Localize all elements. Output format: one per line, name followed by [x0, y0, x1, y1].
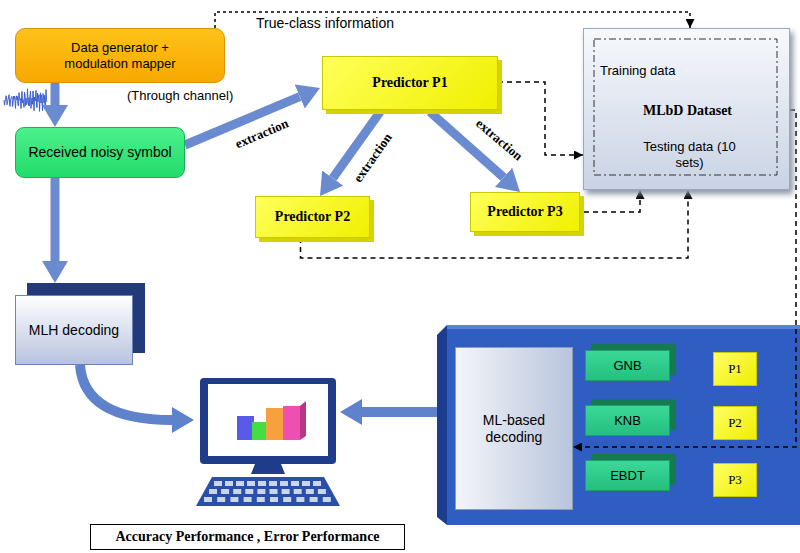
box-label: ML-based decoding: [464, 412, 564, 446]
edge-label: True-class information: [254, 16, 396, 31]
key: [258, 481, 266, 486]
decoder-box: ML-based decoding: [455, 347, 573, 510]
key: [245, 489, 253, 494]
predictor-box: Predictor P2: [255, 196, 370, 238]
dashed-arrow: [584, 190, 640, 212]
key: [269, 481, 277, 486]
monitor-stand: [251, 464, 285, 474]
box-label: Predictor P2: [275, 209, 350, 226]
classifier-box: GNB: [585, 350, 670, 381]
box-label: MLH decoding: [29, 322, 119, 339]
key: [291, 481, 299, 486]
key: [257, 489, 265, 494]
keyboard: [196, 477, 340, 506]
flow-arrow: [80, 365, 172, 420]
result-box: Accuracy Performance , Error Performance: [90, 524, 405, 550]
key: [247, 481, 255, 486]
flow-arrow: [362, 407, 437, 417]
box-label: Predictor P3: [487, 204, 562, 221]
box-label: P3: [728, 472, 742, 488]
dataset-box: Training dataMLbD DatasetTesting data (1…: [583, 28, 790, 190]
key: [204, 497, 212, 502]
chart-bar: [252, 422, 267, 440]
classifier-box: EBDT: [585, 460, 670, 491]
box-label: P1: [728, 361, 742, 377]
decoder-box: MLH decoding: [15, 295, 133, 365]
annotation-label: (Through channel): [125, 88, 235, 103]
box-label: EBDT: [610, 468, 645, 484]
chart-bar-side: [300, 401, 306, 440]
predictor-tag: P2: [713, 406, 757, 440]
box-label: KNB: [614, 413, 641, 429]
box-label: P2: [728, 415, 742, 431]
key: [296, 497, 304, 502]
box-label: Data generator + modulation mapper: [50, 40, 190, 71]
key: [282, 489, 290, 494]
box-label: GNB: [613, 358, 641, 374]
key: [270, 489, 278, 494]
panel-edge: [447, 325, 800, 329]
key: [214, 481, 222, 486]
predictor-box: Predictor P3: [470, 192, 580, 232]
box-label: Accuracy Performance , Error Performance: [115, 529, 379, 546]
key: [233, 489, 241, 494]
key: [257, 497, 265, 502]
key: [310, 497, 318, 502]
key: [318, 489, 326, 494]
chart-bar: [237, 416, 254, 440]
key: [323, 497, 331, 502]
key: [306, 489, 314, 494]
key: [225, 481, 233, 486]
box-label: MLbD Dataset: [584, 103, 791, 120]
box-label: Predictor P1: [372, 75, 447, 92]
predictor-box: Predictor P1: [322, 56, 498, 110]
monitor-screen: [208, 384, 328, 456]
key: [302, 481, 310, 486]
key: [209, 489, 217, 494]
panel-side: [437, 325, 447, 525]
flow-arrow: [51, 178, 60, 261]
key: [221, 489, 229, 494]
key: [217, 497, 225, 502]
keyboard-keys: [204, 481, 331, 502]
key: [270, 497, 278, 502]
key: [294, 489, 302, 494]
chart-bar: [283, 406, 300, 440]
predictor-tag: P3: [713, 463, 757, 497]
box-label: Testing data (10 sets): [642, 139, 737, 170]
key: [280, 481, 288, 486]
chart-bar: [266, 408, 284, 440]
ml-panel: [447, 325, 800, 525]
key: [313, 481, 321, 486]
box-label: Training data: [600, 63, 675, 79]
key: [283, 497, 291, 502]
monitor-frame: [200, 378, 336, 464]
generator-box: Data generator + modulation mapper: [15, 28, 225, 83]
key: [236, 481, 244, 486]
key: [244, 497, 252, 502]
predictor-tag: P1: [713, 352, 757, 386]
flow-arrow: [51, 83, 60, 105]
key: [230, 497, 238, 502]
received-symbol-box: Received noisy symbol: [15, 127, 185, 178]
classifier-box: KNB: [585, 405, 670, 436]
noise-waveform: [4, 89, 47, 112]
box-label: Received noisy symbol: [28, 144, 171, 161]
